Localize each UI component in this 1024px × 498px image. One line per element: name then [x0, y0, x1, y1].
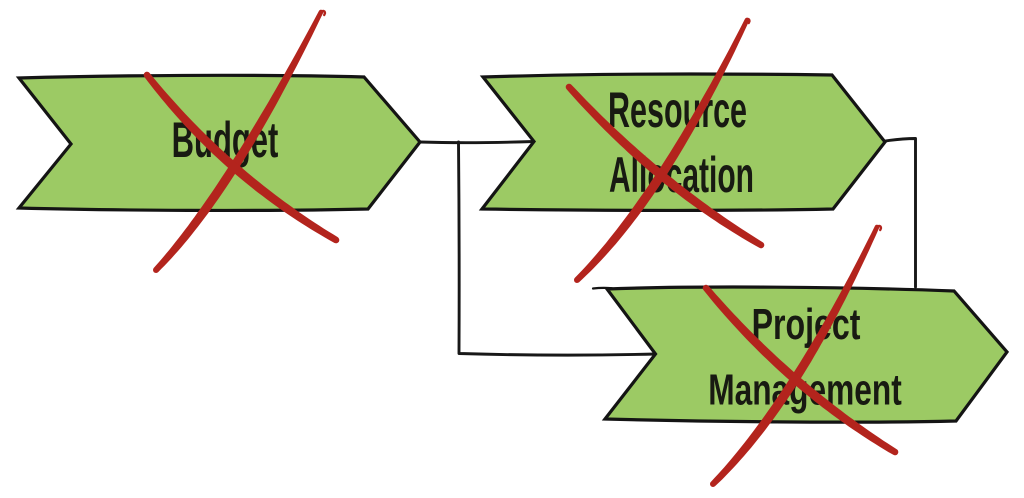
- svg-text:Resource: Resource: [608, 82, 747, 138]
- svg-text:Project: Project: [752, 300, 861, 349]
